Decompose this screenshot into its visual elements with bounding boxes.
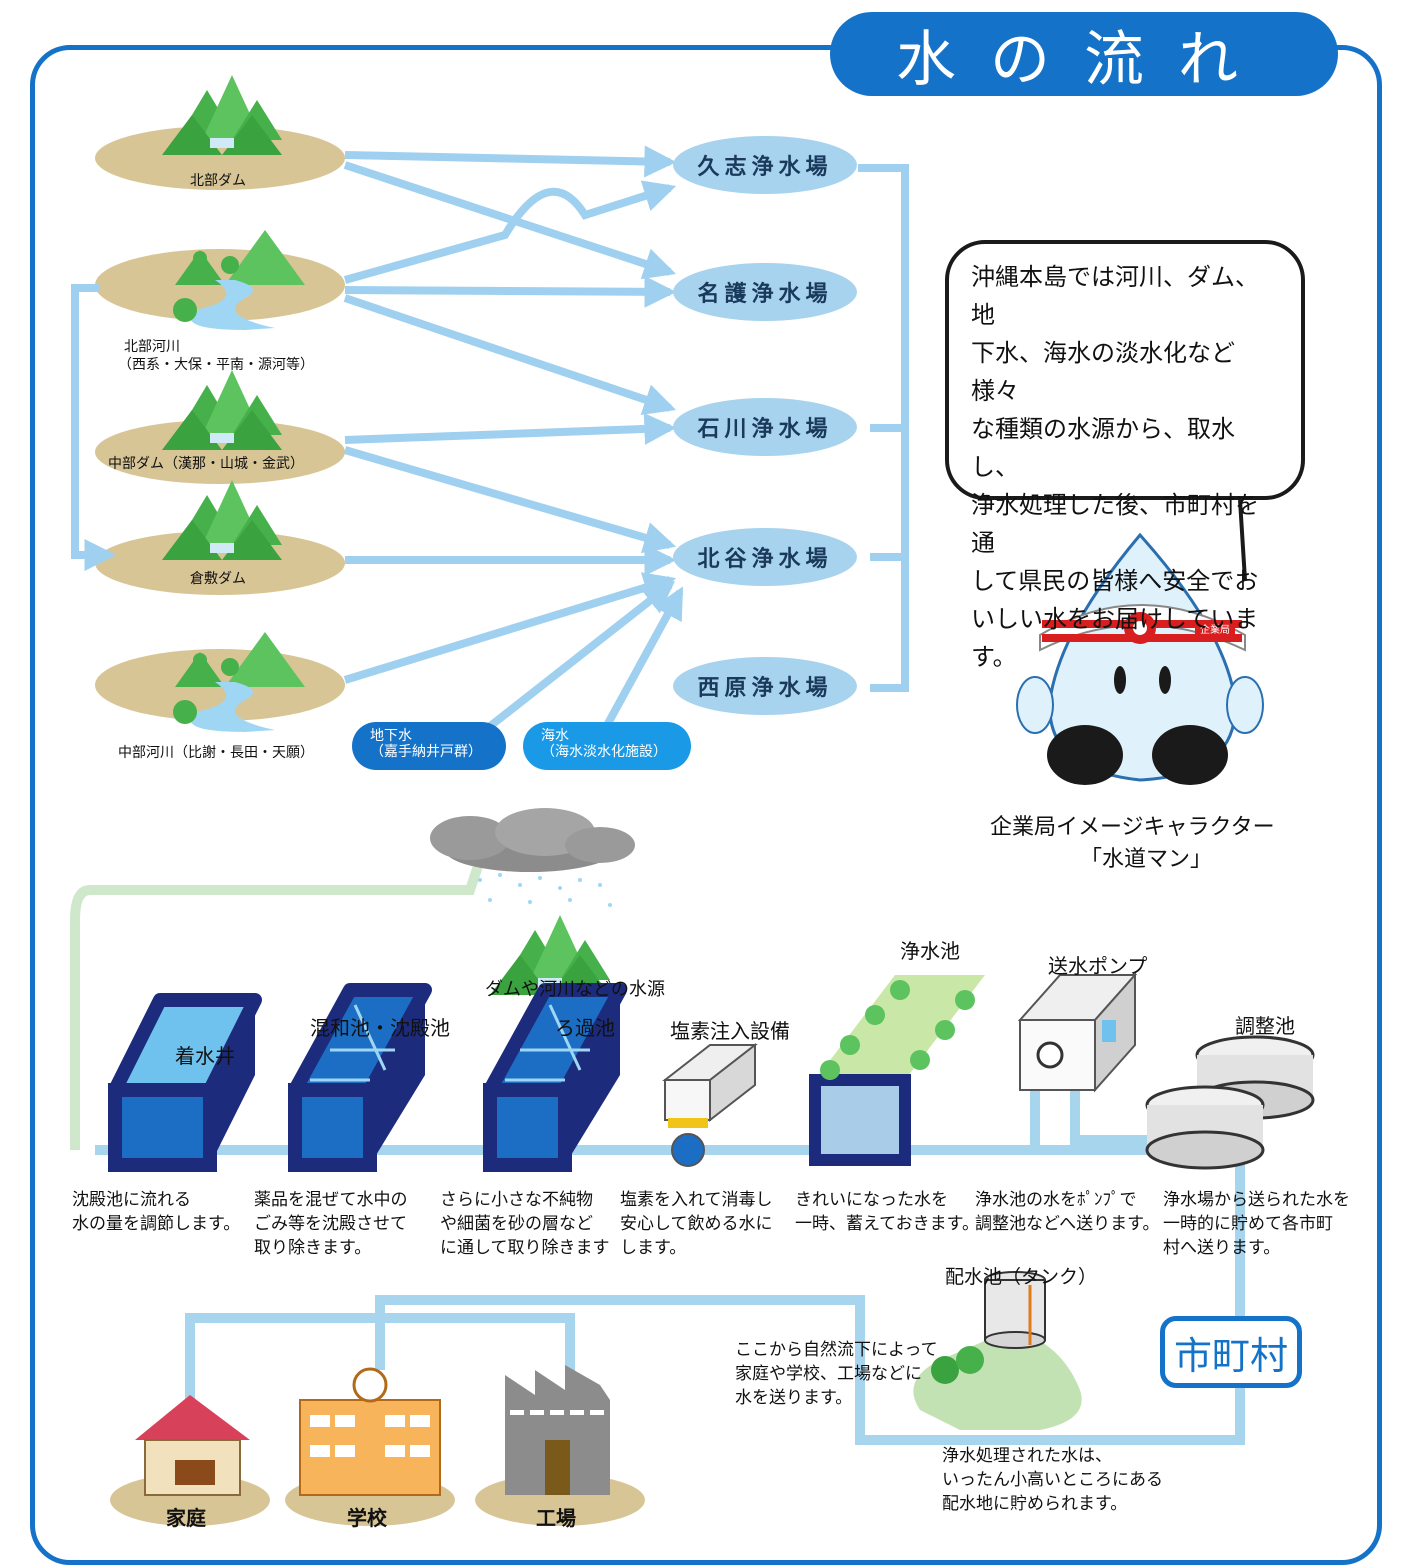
- label-school: 学校: [347, 1506, 387, 1530]
- step-desc-4: きれいになった水を 一時、蓄えておきます。: [795, 1190, 979, 1234]
- plant-nago: 名護浄水場: [673, 263, 857, 321]
- mascot-suidoman: 企業局: [1016, 499, 1264, 785]
- step-label-5: 送水ポンプ: [1048, 954, 1148, 978]
- label-kurashiki-dam: 倉敷ダム: [190, 571, 246, 587]
- gravity-desc: ここから自然流下によって 家庭や学校、工場などに 水を送ります。: [735, 1340, 938, 1408]
- flow-arrows: [71, 145, 684, 742]
- source-chubu-river: [95, 632, 345, 732]
- step-label-0: 着水井: [175, 1044, 235, 1068]
- step-desc-3: 塩素を入れて消毒し 安心して飲める水に します。: [620, 1190, 773, 1258]
- plant-nishihara: 西原浄水場: [673, 657, 857, 715]
- label-chubu-dam: 中部ダム（漢那・山城・金武）: [108, 456, 304, 472]
- mascot-caption-1: 企業局イメージキャラクター: [990, 815, 1275, 840]
- process-pipes: [95, 1085, 1245, 1445]
- step-desc-0: 沈殿池に流れる 水の量を調節します。: [72, 1190, 241, 1234]
- tank-josuichi: [809, 975, 985, 1166]
- label-chubu-river: 中部河川（比謝・長田・天願）: [118, 745, 314, 761]
- tank-roka: [483, 983, 627, 1172]
- pump-unit: [1017, 972, 1138, 1093]
- step-label-2: ろ過池: [555, 1016, 615, 1040]
- plant-chatan: 北谷浄水場: [673, 528, 857, 586]
- source-hokubu-river: [95, 230, 345, 330]
- plant-ishikawa: 石川浄水場: [673, 398, 857, 456]
- chlorine-unit: [662, 1042, 758, 1167]
- house: [110, 1395, 270, 1526]
- mascot-caption-2: 「水道マン」: [1080, 847, 1213, 872]
- label-hokubu-river: 北部河川: [124, 339, 180, 355]
- step-desc-1: 薬品を混ぜて水中の ごみ等を沈殿させて 取り除きます。: [254, 1190, 408, 1258]
- svg-text:企業局: 企業局: [1200, 623, 1230, 636]
- tank-label: 配水池（タンク）: [945, 1266, 1098, 1288]
- speech-bubble: 沖縄本島では河川、ダム、地 下水、海水の淡水化など様々 な種類の水源から、取水し…: [945, 240, 1305, 671]
- step-label-4: 浄水池: [900, 939, 960, 963]
- step-desc-2: さらに小さな不純物 や細菌を砂の層など に通して取り除きます: [440, 1190, 610, 1258]
- rain-cloud: [430, 808, 635, 907]
- step-label-6: 調整池: [1235, 1014, 1295, 1038]
- label-hokubu-river-detail: （西系・大保・平南・源河等）: [118, 357, 314, 373]
- groundwater-pill: 地下水 （嘉手納井戸群）: [352, 722, 506, 770]
- step-desc-5: 浄水池の水をﾎﾟﾝﾌﾟで 調整池などへ送ります。: [975, 1190, 1160, 1234]
- adjustment-tanks: [1145, 1035, 1315, 1170]
- tank-konwachi: [288, 983, 432, 1172]
- source-chubu-dam: [95, 370, 345, 484]
- source-kurashiki-dam: [95, 480, 345, 595]
- plant-kushi: 久志浄水場: [673, 136, 857, 194]
- source-hokubu-dam: [95, 75, 345, 190]
- tank-chakusuisei: [108, 993, 262, 1172]
- step-label-3: 塩素注入設備: [670, 1019, 790, 1043]
- distribution-tank: [913, 1271, 1082, 1430]
- city-box: 市町村: [1160, 1316, 1302, 1388]
- school: [285, 1367, 455, 1526]
- step-label-1: 混和池・沈殿池: [310, 1016, 450, 1040]
- page-title: 水の流れ: [830, 12, 1338, 96]
- label-house: 家庭: [166, 1506, 206, 1530]
- plant-links: [858, 164, 909, 692]
- step-desc-6: 浄水場から送られた水を 一時的に貯めて各市町 村へ送ります。: [1163, 1190, 1350, 1258]
- tank-desc: 浄水処理された水は、 いったん小高いところにある 配水地に貯められます。: [942, 1446, 1163, 1514]
- intake-pipe: [70, 858, 485, 1150]
- seawater-pill: 海水 （海水淡水化施設）: [523, 722, 691, 770]
- factory: [475, 1365, 645, 1526]
- label-hokubu-dam: 北部ダム: [190, 173, 246, 189]
- label-factory: 工場: [536, 1506, 576, 1530]
- source-caption: ダムや河川などの水源: [485, 979, 665, 1000]
